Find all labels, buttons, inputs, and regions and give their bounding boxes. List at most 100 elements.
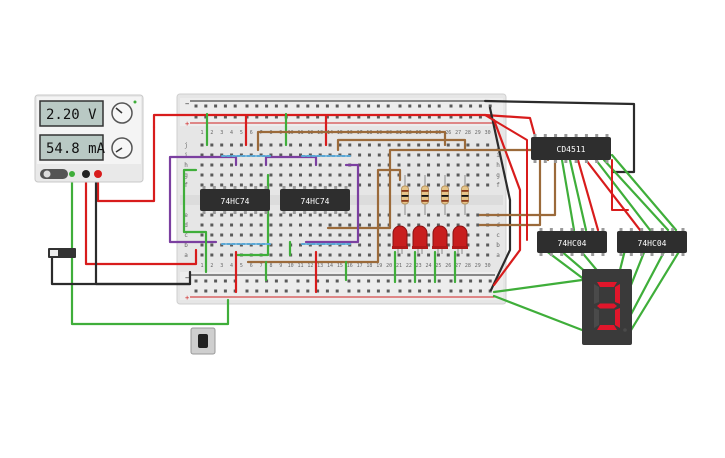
wire-black-decoder-gnd[interactable] xyxy=(483,99,636,174)
led-red[interactable] xyxy=(392,225,408,249)
terminal-hole[interactable] xyxy=(338,253,342,257)
rail-hole[interactable] xyxy=(418,104,422,108)
terminal-hole[interactable] xyxy=(348,213,352,217)
terminal-hole[interactable] xyxy=(210,173,214,177)
terminal-hole[interactable] xyxy=(210,233,214,237)
terminal-hole[interactable] xyxy=(417,173,421,177)
terminal-hole[interactable] xyxy=(299,183,302,187)
terminal-hole[interactable] xyxy=(220,233,224,237)
terminal-hole[interactable] xyxy=(269,143,273,147)
wire-green-dec-3[interactable] xyxy=(594,158,652,232)
rail-hole[interactable] xyxy=(357,279,361,283)
rail-hole[interactable] xyxy=(347,104,351,108)
terminal-hole[interactable] xyxy=(427,173,431,177)
terminal-hole[interactable] xyxy=(279,243,283,247)
chip-74hc74-2[interactable]: 74HC74 xyxy=(280,186,350,214)
terminal-hole[interactable] xyxy=(338,183,342,187)
terminal-hole[interactable] xyxy=(387,243,391,247)
rail-hole[interactable] xyxy=(274,104,278,108)
terminal-hole[interactable] xyxy=(249,223,253,227)
terminal-hole[interactable] xyxy=(456,173,460,177)
terminal-hole[interactable] xyxy=(358,253,362,257)
terminal-hole[interactable] xyxy=(456,163,460,167)
terminal-hole[interactable] xyxy=(328,143,332,147)
terminal-hole[interactable] xyxy=(230,243,234,247)
rail-hole[interactable] xyxy=(478,104,482,108)
terminal-hole[interactable] xyxy=(269,213,273,217)
terminal-hole[interactable] xyxy=(299,233,302,237)
terminal-hole[interactable] xyxy=(436,213,440,217)
rail-hole[interactable] xyxy=(408,115,412,119)
terminal-hole[interactable] xyxy=(220,213,224,217)
chip-74hc04-2[interactable]: 74HC04 xyxy=(617,228,687,256)
terminal-hole[interactable] xyxy=(279,233,283,237)
rail-hole[interactable] xyxy=(347,279,351,283)
terminal-hole[interactable] xyxy=(230,183,234,187)
terminal-hole[interactable] xyxy=(446,143,450,147)
terminal-hole[interactable] xyxy=(358,223,362,227)
terminal-hole[interactable] xyxy=(358,163,362,167)
terminal-hole[interactable] xyxy=(367,173,371,177)
terminal-hole[interactable] xyxy=(367,213,371,217)
terminal-hole[interactable] xyxy=(456,223,460,227)
terminal-hole[interactable] xyxy=(239,213,243,217)
rail-hole[interactable] xyxy=(469,279,473,283)
terminal-hole[interactable] xyxy=(289,223,293,227)
terminal-hole[interactable] xyxy=(210,243,214,247)
terminal-hole[interactable] xyxy=(377,153,381,157)
terminal-hole[interactable] xyxy=(456,183,460,187)
terminal-hole[interactable] xyxy=(220,223,224,227)
terminal-hole[interactable] xyxy=(407,243,411,247)
rail-hole[interactable] xyxy=(265,289,269,293)
rail-hole[interactable] xyxy=(347,289,351,293)
terminal-hole[interactable] xyxy=(200,223,204,227)
terminal-hole[interactable] xyxy=(476,173,480,177)
terminal-hole[interactable] xyxy=(279,143,283,147)
wire-brown-4[interactable] xyxy=(246,168,402,264)
terminal-hole[interactable] xyxy=(417,143,421,147)
terminal-hole[interactable] xyxy=(436,163,440,167)
terminal-hole[interactable] xyxy=(486,143,490,147)
rail-hole[interactable] xyxy=(233,104,237,108)
terminal-hole[interactable] xyxy=(466,213,470,217)
terminal-hole[interactable] xyxy=(397,213,401,217)
terminal-hole[interactable] xyxy=(338,143,342,147)
terminal-hole[interactable] xyxy=(249,153,253,157)
rail-hole[interactable] xyxy=(214,289,218,293)
terminal-hole[interactable] xyxy=(210,253,214,257)
terminal-hole[interactable] xyxy=(220,183,224,187)
rail-hole[interactable] xyxy=(427,279,431,283)
rail-hole[interactable] xyxy=(459,115,463,119)
terminal-hole[interactable] xyxy=(367,253,371,257)
rail-hole[interactable] xyxy=(194,289,198,293)
terminal-hole[interactable] xyxy=(210,213,214,217)
rail-hole[interactable] xyxy=(357,115,361,119)
terminal-hole[interactable] xyxy=(427,243,431,247)
wire-purple-2[interactable] xyxy=(264,155,318,167)
rail-hole[interactable] xyxy=(386,104,390,108)
terminal-hole[interactable] xyxy=(377,243,381,247)
terminal-hole[interactable] xyxy=(259,213,263,217)
rail-hole[interactable] xyxy=(478,115,482,119)
wire-green-rail-display-2[interactable] xyxy=(492,294,584,332)
rail-hole[interactable] xyxy=(376,104,380,108)
terminal-hole[interactable] xyxy=(446,163,450,167)
rail-hole[interactable] xyxy=(367,104,371,108)
terminal-hole[interactable] xyxy=(220,243,224,247)
terminal-hole[interactable] xyxy=(220,153,224,157)
chip-74hc74-1[interactable]: 74HC74 xyxy=(200,186,270,214)
rail-hole[interactable] xyxy=(204,289,208,293)
terminal-hole[interactable] xyxy=(476,213,480,217)
rail-hole[interactable] xyxy=(376,115,380,119)
rail-hole[interactable] xyxy=(469,104,473,108)
terminal-hole[interactable] xyxy=(466,253,470,257)
rail-hole[interactable] xyxy=(376,279,380,283)
terminal-hole[interactable] xyxy=(318,253,322,257)
terminal-hole[interactable] xyxy=(239,183,243,187)
terminal-hole[interactable] xyxy=(328,253,332,257)
rail-hole[interactable] xyxy=(194,104,198,108)
terminal-hole[interactable] xyxy=(269,253,273,257)
rail-hole[interactable] xyxy=(284,104,288,108)
terminal-hole[interactable] xyxy=(417,163,421,167)
terminal-hole[interactable] xyxy=(486,173,490,177)
